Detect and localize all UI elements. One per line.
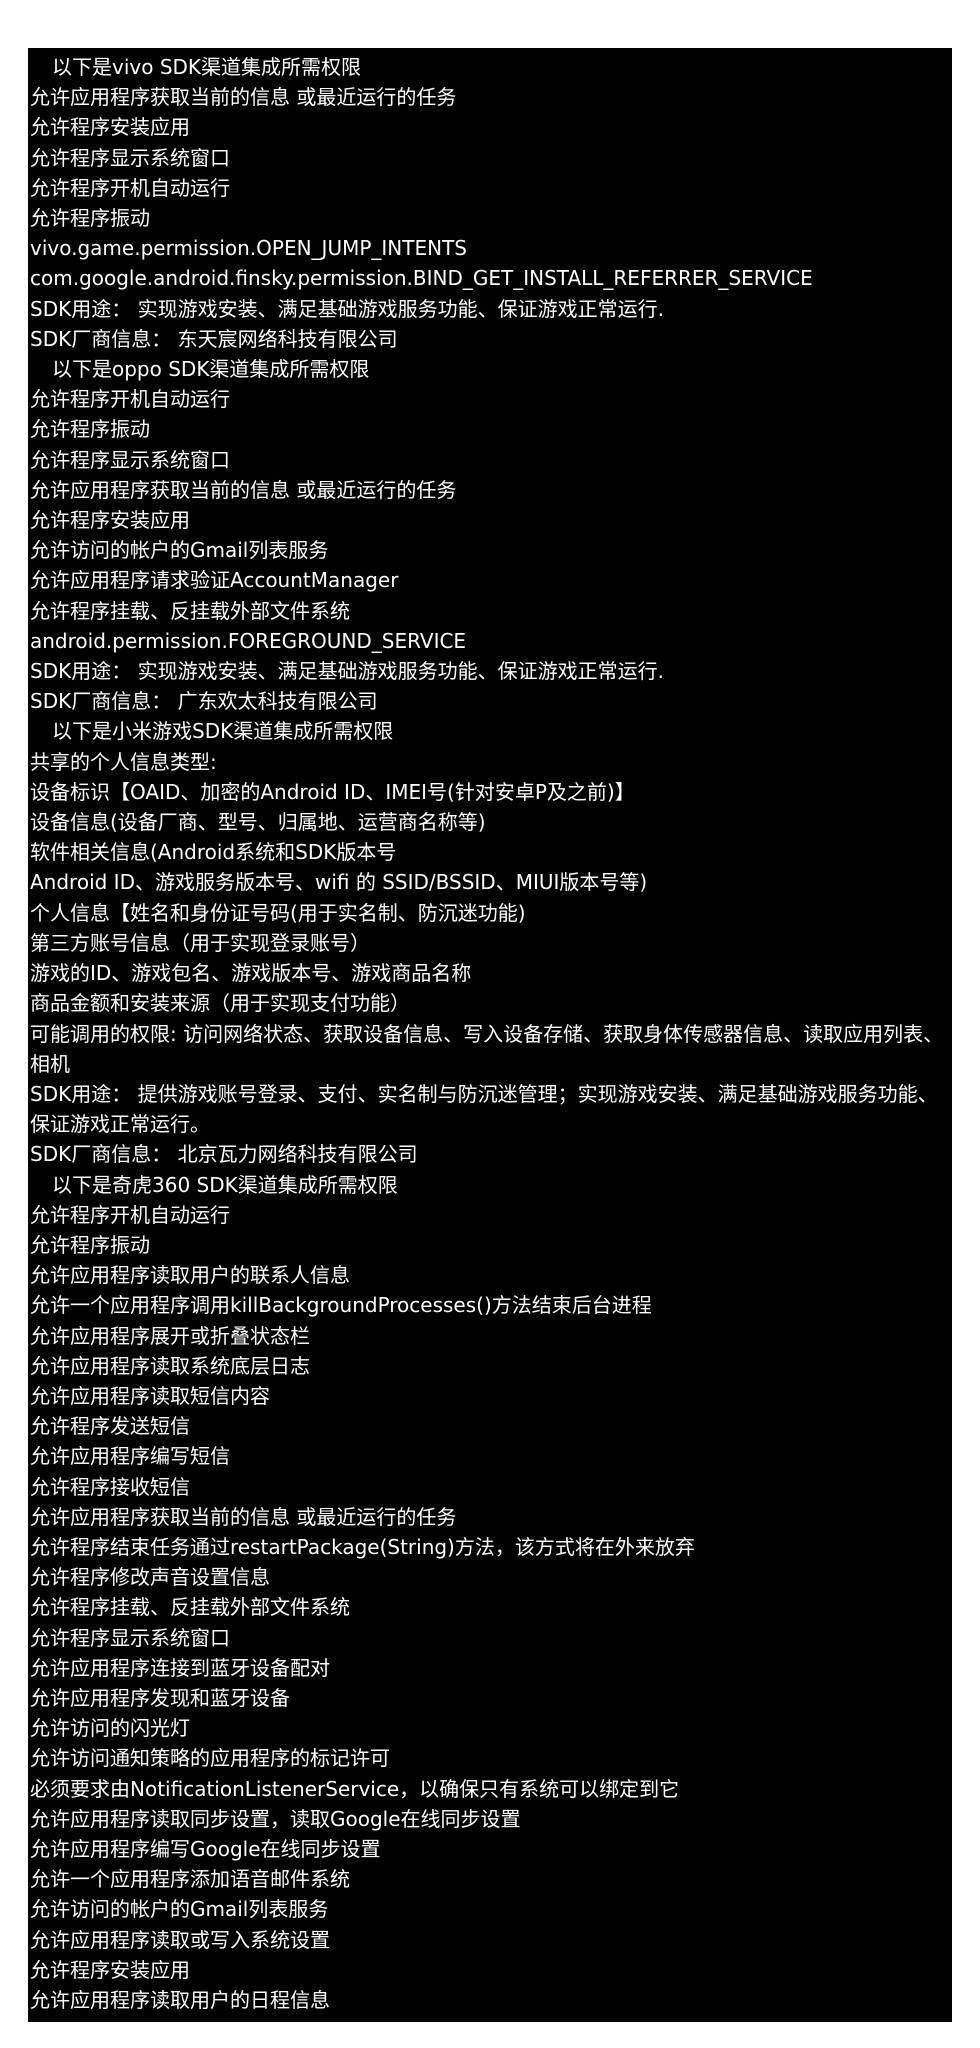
permission-text-line: 允许程序挂载、反挂载外部文件系统: [30, 598, 350, 623]
permission-text-line: 允许程序发送短信: [30, 1414, 190, 1439]
permission-text-line: SDK用途： 实现游戏安装、满足基础游戏服务功能、保证游戏正常运行.: [30, 296, 664, 321]
permission-text-line: 允许应用程序获取当前的信息 或最近运行的任务: [30, 1504, 457, 1529]
permission-text-line: 允许应用程序读取用户的联系人信息: [30, 1263, 350, 1288]
sdk-permissions-text-panel: 以下是vivo SDK渠道集成所需权限允许应用程序获取当前的信息 或最近运行的任…: [28, 48, 952, 2022]
permission-text-line: 允许程序振动: [30, 206, 150, 231]
permission-text-line: 设备标识【OAID、加密的Android ID、IMEI号(针对安卓P及之前)】: [30, 779, 635, 804]
permission-text-line: 软件相关信息(Android系统和SDK版本号: [30, 840, 397, 865]
permission-text-line: 允许一个应用程序添加语音邮件系统: [30, 1867, 350, 1892]
section-header-line: 以下是奇虎360 SDK渠道集成所需权限: [52, 1172, 398, 1197]
permission-text-line: 允许应用程序展开或折叠状态栏: [30, 1323, 310, 1348]
section-header-line: 以下是oppo SDK渠道集成所需权限: [52, 357, 370, 382]
permission-text-line: vivo.game.permission.OPEN_JUMP_INTENTS: [30, 236, 467, 261]
permission-text-line: 允许程序安装应用: [30, 1957, 190, 1982]
permission-text-line: 可能调用的权限: 访问网络状态、获取设备信息、写入设备存储、获取身体传感器信息、…: [30, 1021, 944, 1046]
permission-text-line: 必须要求由NotificationListenerService，以确保只有系统…: [30, 1776, 680, 1801]
permission-text-line: 允许程序开机自动运行: [30, 1202, 230, 1227]
permission-text-line: android.permission.FOREGROUND_SERVICE: [30, 628, 467, 653]
section-header-line: 以下是小米游戏SDK渠道集成所需权限: [52, 719, 394, 744]
permission-text-line: SDK厂商信息： 广东欢太科技有限公司: [30, 689, 378, 714]
permission-text-line: 允许程序显示系统窗口: [30, 447, 230, 472]
permission-text-line: 允许程序安装应用: [30, 508, 190, 533]
permission-text-line: 允许应用程序请求验证AccountManager: [30, 568, 399, 593]
permission-text-line: 允许程序振动: [30, 1232, 150, 1257]
permission-text-line: 允许应用程序读取用户的日程信息: [30, 1988, 330, 2012]
permission-text-line: 允许访问的帐户的Gmail列表服务: [30, 538, 329, 563]
permission-text-line: 允许程序修改声音设置信息: [30, 1565, 270, 1590]
permission-text-line: 允许程序显示系统窗口: [30, 1625, 230, 1650]
permission-text-line: 个人信息【姓名和身份证号码(用于实名制、防沉迷功能): [30, 900, 526, 925]
permission-text-line: 允许应用程序连接到蓝牙设备配对: [30, 1655, 330, 1680]
permission-text-line: 允许访问的闪光灯: [30, 1716, 190, 1741]
permission-text-line: 允许程序挂载、反挂载外部文件系统: [30, 1595, 350, 1620]
permission-text-line: 商品金额和安装来源（用于实现支付功能）: [30, 991, 410, 1016]
permission-text-line: 允许程序接收短信: [30, 1474, 190, 1499]
permission-text-line: com.google.android.finsky.permission.BIN…: [30, 266, 813, 291]
permission-text-line: 允许应用程序读取系统底层日志: [30, 1353, 310, 1378]
permission-text-line: SDK厂商信息： 北京瓦力网络科技有限公司: [30, 1142, 418, 1167]
permission-text-line: 允许应用程序读取短信内容: [30, 1383, 270, 1408]
permission-text-line: 允许应用程序读取或写入系统设置: [30, 1927, 330, 1952]
permission-text-line: SDK厂商信息： 东天宸网络科技有限公司: [30, 326, 398, 351]
permission-text-line: 允许应用程序读取同步设置，读取Google在线同步设置: [30, 1806, 521, 1831]
permission-text-line: 设备信息(设备厂商、型号、归属地、运营商名称等): [30, 810, 486, 835]
permission-text-line: 允许应用程序编写短信: [30, 1444, 230, 1469]
permission-text-line: 游戏的ID、游戏包名、游戏版本号、游戏商品名称: [30, 961, 472, 986]
permission-text-line: 允许程序安装应用: [30, 115, 190, 140]
permission-text-line: Android ID、游戏服务版本号、wifi 的 SSID/BSSID、MIU…: [30, 870, 648, 895]
permission-text-line: 保证游戏正常运行。: [30, 1112, 210, 1137]
permission-text-line: 允许程序开机自动运行: [30, 387, 230, 412]
permission-text-line: 第三方账号信息（用于实现登录账号）: [30, 930, 370, 955]
permission-text-line: 允许访问的帐户的Gmail列表服务: [30, 1897, 329, 1922]
permission-text-line: 允许一个应用程序调用killBackgroundProcesses()方法结束后…: [30, 1293, 652, 1318]
permission-text-line: 允许程序结束任务通过restartPackage(String)方法，该方式将在…: [30, 1534, 695, 1559]
permission-text-line: 允许程序开机自动运行: [30, 175, 230, 200]
permission-text-line: 共享的个人信息类型:: [30, 749, 217, 774]
permission-text-line: 相机: [30, 1051, 70, 1076]
permission-text-line: 允许应用程序编写Google在线同步设置: [30, 1836, 381, 1861]
permission-text-line: 允许程序振动: [30, 417, 150, 442]
permission-text-line: SDK用途： 实现游戏安装、满足基础游戏服务功能、保证游戏正常运行.: [30, 659, 664, 684]
section-header-line: 以下是vivo SDK渠道集成所需权限: [52, 55, 362, 79]
permission-text-line: 允许应用程序发现和蓝牙设备: [30, 1685, 290, 1710]
permission-text-line: 允许应用程序获取当前的信息 或最近运行的任务: [30, 477, 457, 502]
permission-text-line: 允许应用程序获取当前的信息 或最近运行的任务: [30, 85, 457, 110]
permission-text-line: 允许程序显示系统窗口: [30, 145, 230, 170]
permission-text-line: SDK用途： 提供游戏账号登录、支付、实名制与防沉迷管理；实现游戏安装、满足基础…: [30, 1081, 938, 1106]
permission-text-line: 允许访问通知策略的应用程序的标记许可: [30, 1746, 390, 1771]
